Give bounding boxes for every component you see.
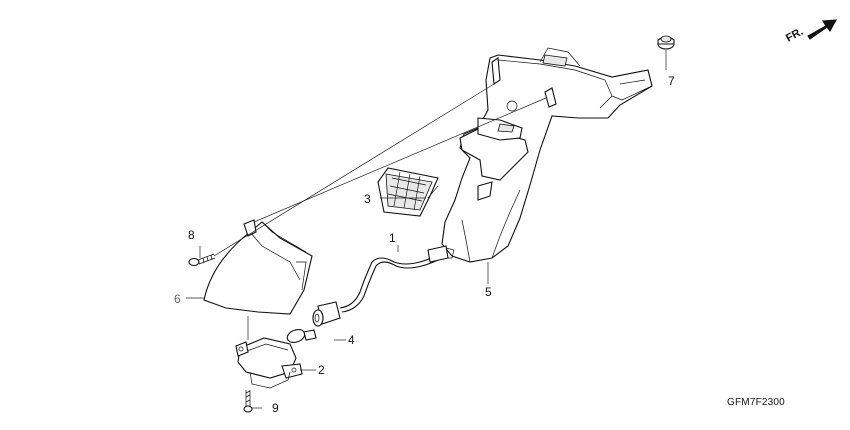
label-part-3: 3 [364,192,371,206]
label-part-4: 4 [348,333,355,347]
rubber-grommet [657,35,675,50]
diagram-code: GFM7F2300 [727,397,785,408]
label-part-5: 5 [485,285,492,299]
screw [188,253,216,267]
socket-harness [312,245,455,327]
rear-fender [441,47,653,263]
leader-lines [186,50,667,409]
label-part-7: 7 [668,74,675,88]
reflector [377,167,439,217]
license-light [235,337,303,389]
bulb [286,329,317,343]
label-part-6: 6 [174,292,181,306]
screw-bottom [243,390,253,413]
fender-tip [203,219,313,315]
front-direction-arrow-icon [807,19,837,40]
label-part-1: 1 [389,231,396,245]
label-part-9: 9 [272,401,279,415]
label-part-8: 8 [188,228,195,242]
label-part-2: 2 [318,363,325,377]
